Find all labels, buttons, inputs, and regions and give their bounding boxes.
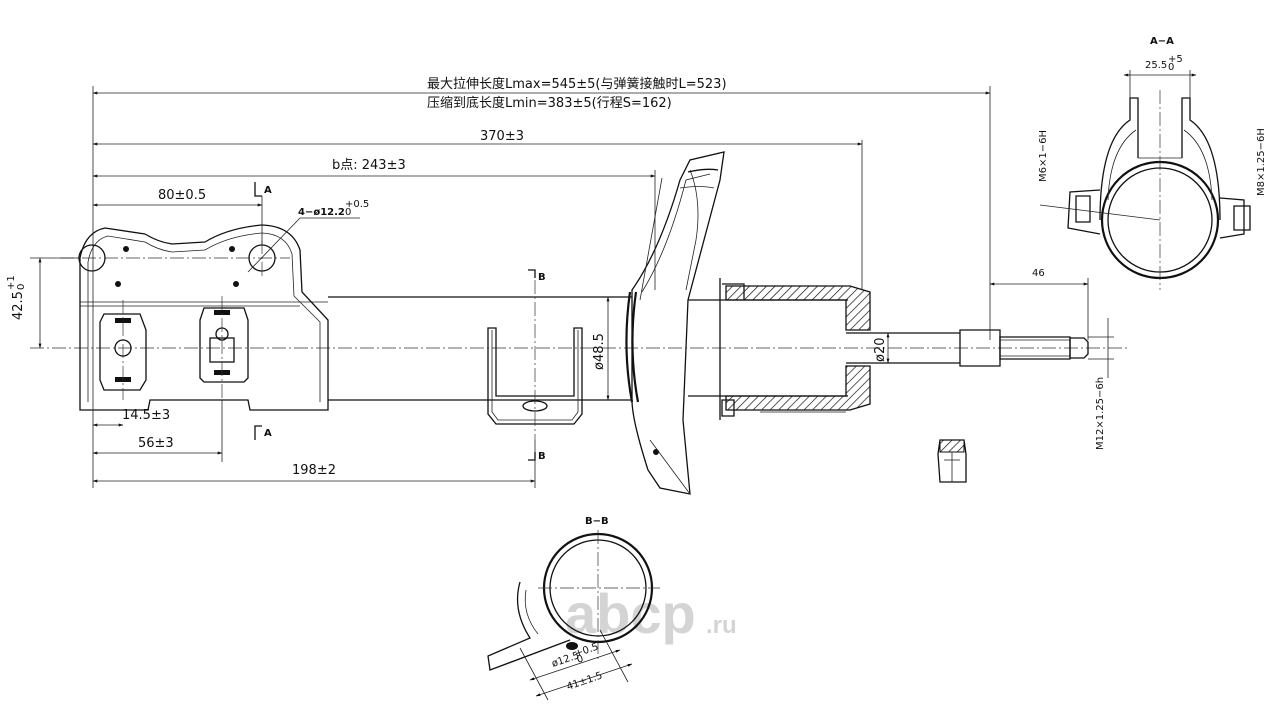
dim-12-5-tol-dn: 0 — [575, 653, 585, 665]
dim-25-5-tol-up: +5 — [1168, 54, 1183, 65]
dim-80: 80±0.5 — [158, 188, 206, 203]
main-view: 最大拉伸长度Lmax=545±5(与弹簧接触时L=523) 压缩到底长度Lmin… — [6, 76, 1130, 495]
section-mark-a-bottom: A — [264, 428, 272, 439]
dim-41: 41±1.5 — [565, 670, 604, 692]
watermark-domain: .ru — [706, 612, 737, 639]
thread-m8: M8×1.25−6H — [1256, 128, 1267, 196]
dim-42-5-tol-up: +1 — [6, 275, 17, 290]
dim-25-5-tol-dn: 0 — [1168, 62, 1174, 73]
lmin-label: 压缩到底长度Lmin=383±5(行程S=162) — [427, 95, 672, 111]
lmax-label: 最大拉伸长度Lmax=545±5(与弹簧接触时L=523) — [427, 76, 727, 92]
section-mark-a-top: A — [264, 185, 272, 196]
nut-detail — [937, 439, 967, 483]
dimension-lines — [30, 86, 1114, 488]
thread-m6: M6×1−6H — [1038, 130, 1049, 182]
dim-243-b-point: b点: 243±3 — [332, 158, 406, 173]
section-mark-b-bottom: B — [538, 451, 546, 462]
watermark-brand: abcp — [565, 582, 696, 645]
dim-48-5: ø48.5 — [592, 333, 607, 370]
thread-m12: M12×1.25−6h — [1095, 377, 1106, 450]
dim-14-5: 14.5±3 — [122, 408, 170, 423]
dim-42-5: 42.5 — [11, 291, 26, 320]
dim-25-5: 25.5 — [1145, 60, 1167, 71]
dim-46: 46 — [1032, 268, 1045, 279]
dim-370: 370±3 — [480, 129, 524, 144]
upper-body — [688, 278, 871, 420]
dim-20: ø20 — [873, 338, 888, 363]
dim-42-5-tol-dn: 0 — [16, 284, 27, 290]
outer-tube — [328, 280, 632, 440]
dim-holes-tol-dn: 0 — [345, 207, 351, 218]
section-bb-title: B−B — [585, 516, 609, 527]
piston-rod — [846, 329, 1089, 367]
dim-198: 198±2 — [292, 463, 336, 478]
dim-holes-tol-up: +0.5 — [345, 199, 369, 210]
spring-seat — [625, 151, 725, 495]
dim-56: 56±3 — [138, 436, 174, 451]
section-mark-b-top: B — [538, 272, 546, 283]
dim-holes: 4−ø12.2 — [298, 207, 345, 218]
section-aa-title: A−A — [1150, 36, 1174, 47]
section-a-a: A−A 25.5 +5 0 M6×1−6H M8×1.25−6H — [1038, 36, 1267, 290]
knuckle-bracket — [60, 224, 329, 411]
